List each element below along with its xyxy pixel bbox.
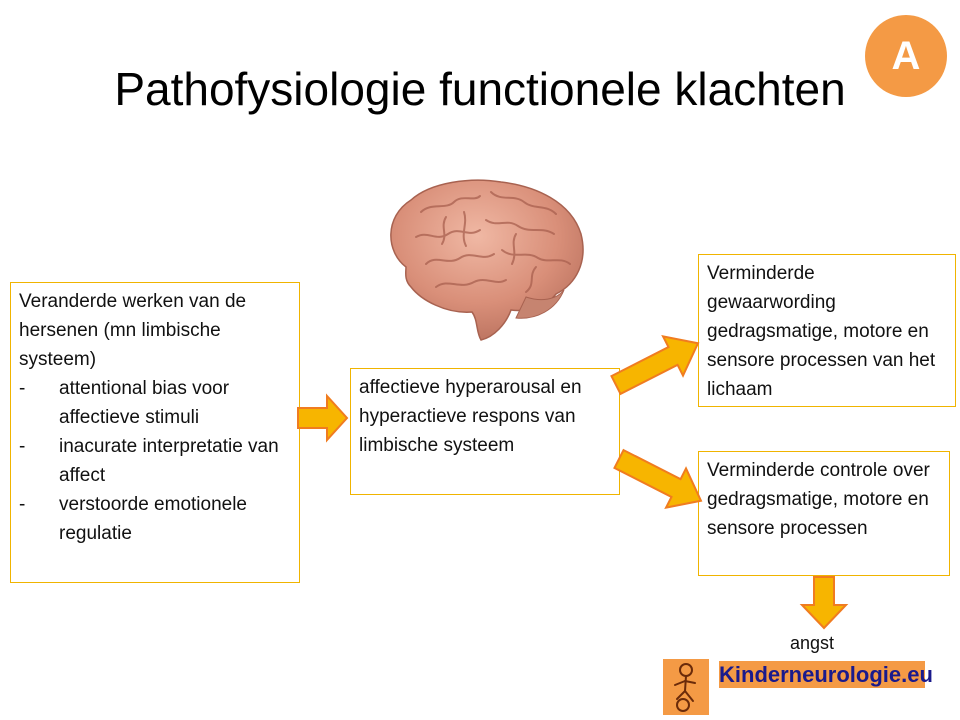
arrow-down-right-icon	[613, 448, 703, 510]
badge-a: A	[865, 15, 947, 97]
brain-icon	[390, 179, 584, 341]
arrow-up-right-icon	[610, 334, 700, 396]
outcome-label: angst	[790, 633, 835, 653]
logo-figure-icon	[663, 659, 709, 715]
box-altered-brain-function: Veranderde werken van de hersenen (mn li…	[10, 282, 300, 583]
box-left-heading: Veranderde werken van de hersenen (mn li…	[19, 291, 247, 370]
box-hyperarousal: affectieve hyperarousal en hyperactieve …	[350, 368, 620, 495]
box-top-right-text: Verminderde gewaarwording gedragsmatige,…	[707, 263, 936, 400]
box-reduced-perception: Verminderde gewaarwording gedragsmatige,…	[698, 254, 956, 407]
list-item: attentional bias voor affectieve stimuli	[19, 374, 291, 432]
box-bottom-right-text: Verminderde controle over gedragsmatige,…	[707, 460, 930, 539]
box-left-list: attentional bias voor affectieve stimuli…	[19, 374, 291, 548]
list-item: inacurate interpretatie van affect	[19, 432, 291, 490]
box-reduced-control: Verminderde controle over gedragsmatige,…	[698, 451, 950, 576]
arrow-down-icon	[799, 576, 849, 630]
box-middle-text: affectieve hyperarousal en hyperactieve …	[359, 377, 582, 456]
arrow-right-icon	[297, 393, 349, 443]
logo-text: Kinderneurologie.eu	[719, 661, 933, 688]
list-item: verstoorde emotionele regulatie	[19, 490, 291, 548]
slide-title: Pathofysiologie functionele klachten	[114, 63, 846, 115]
